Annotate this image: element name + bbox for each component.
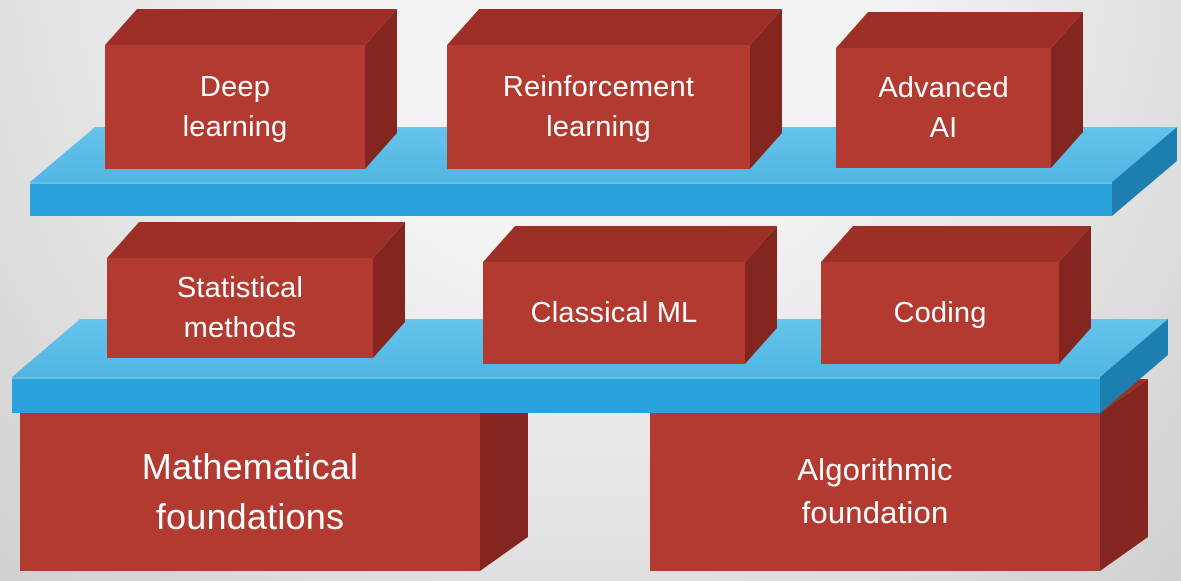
box-top-face	[107, 222, 405, 258]
box-front-face: Classical ML	[483, 262, 745, 364]
lower-platform-front-face	[12, 377, 1100, 413]
box-label: Statistical methods	[176, 271, 304, 344]
box-top-face	[447, 9, 782, 45]
box-front-face: Advanced AI	[836, 48, 1051, 168]
box-top-face	[836, 12, 1083, 48]
box-label: Deep learning	[182, 70, 288, 143]
box-label: Algorithmic foundation	[797, 452, 953, 530]
box-front-face: Reinforcement learning	[447, 45, 750, 169]
box-top-face	[105, 9, 397, 45]
box-front-face: Algorithmic foundation	[650, 413, 1100, 571]
box-front-face: Coding	[821, 262, 1059, 364]
box-label: Reinforcement learning	[502, 70, 695, 143]
box-top-face	[483, 226, 777, 262]
box-front-face: Mathematical foundations	[20, 413, 480, 571]
box-top-face	[821, 226, 1091, 262]
box-front-face: Deep learning	[105, 45, 365, 169]
box-side-face	[1100, 379, 1148, 571]
box-label: Classical ML	[530, 296, 698, 329]
box-label: Mathematical foundations	[141, 446, 359, 537]
box-label: Coding	[893, 296, 987, 329]
box-front-face: Statistical methods	[107, 258, 373, 358]
box-label: Advanced AI	[878, 71, 1009, 144]
upper-platform-front-face	[30, 182, 1112, 216]
